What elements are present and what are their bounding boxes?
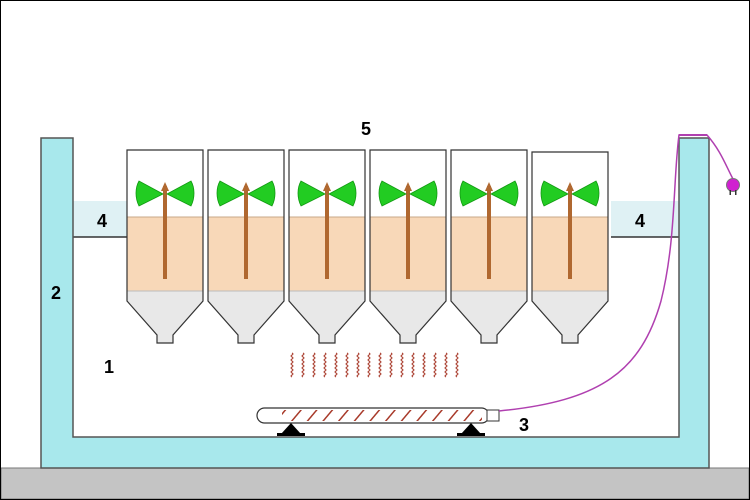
label-water-left: 4: [97, 211, 107, 231]
vessel-sediment: [370, 291, 446, 343]
stirrer-tip: [566, 182, 574, 191]
heat-wave: [356, 352, 360, 378]
vessel-outline: [450, 149, 528, 344]
vessel-outline: [126, 149, 204, 344]
heat-wave: [323, 352, 327, 378]
heater: [256, 407, 500, 436]
water-region-right: [611, 201, 679, 237]
heat-wave: [433, 352, 437, 378]
stirrer-icon: [459, 180, 519, 279]
stirrer-tip: [242, 182, 250, 191]
plug-icon: [726, 178, 740, 195]
power-cable: [498, 134, 734, 412]
stirrer-shaft: [406, 186, 410, 279]
vessel-outline: [369, 149, 447, 344]
vessel: [207, 149, 285, 344]
vessel: [288, 149, 366, 344]
stirrer-blade-right: [571, 180, 600, 207]
heat-wave: [345, 352, 349, 378]
heat-wave: [400, 352, 404, 378]
floor: [1, 467, 749, 499]
stirrer-blade-left: [378, 180, 407, 207]
triangle-support-icon: [461, 423, 481, 434]
heat-wave: [334, 352, 338, 378]
heater-connector: [486, 409, 500, 422]
stirrer-icon: [540, 180, 600, 279]
stirrer-shaft: [163, 186, 167, 279]
stirrer-shaft: [325, 186, 329, 279]
heat-wave: [411, 352, 415, 378]
stirrer-shaft: [568, 186, 572, 279]
heat-wave: [444, 352, 448, 378]
vessel-sediment: [208, 291, 284, 343]
stirrer-tip: [404, 182, 412, 191]
label-water-right: 4: [635, 211, 645, 231]
vessel-sediment: [532, 291, 608, 343]
heat-wave: [301, 352, 305, 378]
stirrer-icon: [378, 180, 438, 279]
vessel-sediment: [127, 291, 203, 343]
stirrer-blade-left: [135, 180, 164, 207]
stirrer-blade-left: [297, 180, 326, 207]
stirrer-tip: [323, 182, 331, 191]
support-base-left: [277, 433, 305, 436]
triangle-support-icon: [281, 423, 301, 434]
vessel: [126, 149, 204, 344]
stirrer-blade-right: [166, 180, 195, 207]
support-base-right: [457, 433, 485, 436]
heat-wave: [367, 352, 371, 378]
heat-waves: [290, 352, 459, 378]
heat-wave: [455, 352, 459, 378]
stirrer-blade-right: [247, 180, 276, 207]
label-outer-wall: 2: [51, 283, 61, 303]
vessel: [450, 149, 528, 344]
stirrer-blade-left: [216, 180, 245, 207]
label-vessel-row: 5: [361, 119, 371, 139]
stirrer-icon: [297, 180, 357, 279]
stirrer-shaft: [244, 186, 248, 279]
vessel-outline: [207, 149, 285, 344]
heater-coil: [282, 410, 482, 421]
stirrer-tip: [161, 182, 169, 191]
stirrer-blade-left: [459, 180, 488, 207]
stirrer-blade-right: [490, 180, 519, 207]
vessel-row: [126, 149, 609, 344]
stirrer-shaft: [487, 186, 491, 279]
heat-wave: [290, 352, 294, 378]
heat-wave: [312, 352, 316, 378]
vessel-outline: [288, 149, 366, 344]
stirrer-blade-left: [540, 180, 569, 207]
vessel: [369, 149, 447, 344]
heat-wave: [378, 352, 382, 378]
stirrer-tip: [485, 182, 493, 191]
vessel: [531, 151, 609, 344]
vessel-sediment: [289, 291, 365, 343]
label-inner-space: 1: [104, 357, 114, 377]
heat-wave: [389, 352, 393, 378]
water-region-left: [73, 201, 129, 237]
vessel-outline: [531, 151, 609, 344]
stirrer-icon: [216, 180, 276, 279]
vessel-sediment: [451, 291, 527, 343]
stirrer-blade-right: [328, 180, 357, 207]
stirrer-blade-right: [409, 180, 438, 207]
label-heater: 3: [519, 415, 529, 435]
stirrer-icon: [135, 180, 195, 279]
heat-wave: [422, 352, 426, 378]
